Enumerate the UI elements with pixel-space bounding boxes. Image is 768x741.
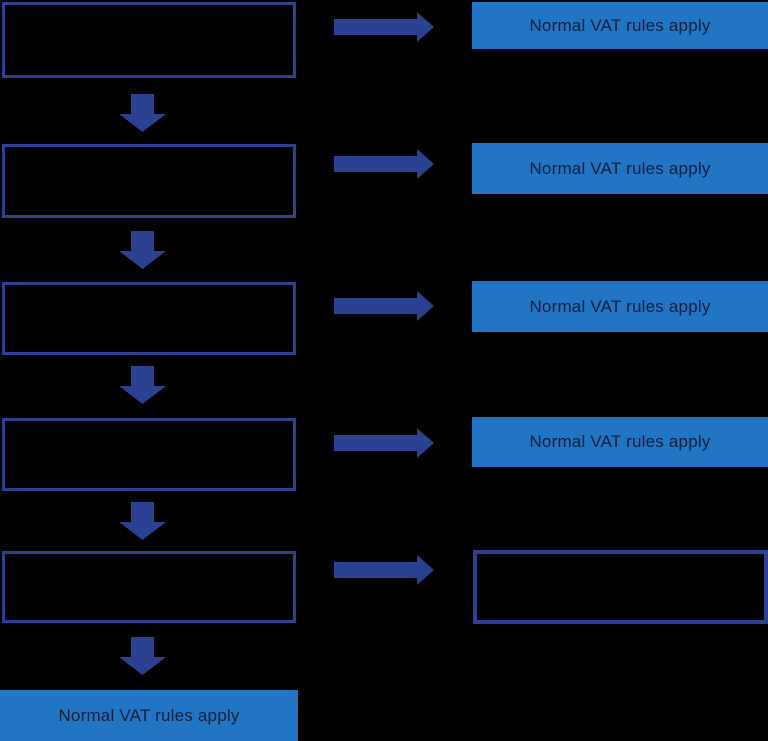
step-box-3 <box>2 282 296 355</box>
final-outcome-box: Normal VAT rules apply <box>0 690 298 741</box>
step-box-1 <box>2 2 296 78</box>
step-box-5 <box>2 551 296 623</box>
down-arrow-icon <box>119 366 166 404</box>
right-arrow-icon <box>334 149 434 179</box>
right-arrow-icon <box>334 12 434 42</box>
outcome-label: Normal VAT rules apply <box>529 296 711 316</box>
outcome-box-5 <box>473 550 768 624</box>
right-arrow-icon <box>334 555 434 585</box>
step-box-2 <box>2 144 296 218</box>
right-arrow-icon <box>334 428 434 458</box>
down-arrow-icon <box>119 231 166 269</box>
outcome-label: Normal VAT rules apply <box>529 158 711 178</box>
step-box-4 <box>2 418 296 491</box>
outcome-label: Normal VAT rules apply <box>529 432 711 451</box>
outcome-label: Normal VAT rules apply <box>529 15 711 35</box>
down-arrow-icon <box>119 94 166 132</box>
outcome-box-1: Normal VAT rules apply <box>472 2 768 49</box>
outcome-box-2: Normal VAT rules apply <box>472 143 768 194</box>
outcome-box-3: Normal VAT rules apply <box>472 281 768 332</box>
right-arrow-icon <box>334 291 434 321</box>
down-arrow-icon <box>119 502 166 540</box>
final-outcome-label: Normal VAT rules apply <box>58 705 240 725</box>
down-arrow-icon <box>119 637 166 675</box>
outcome-box-4: Normal VAT rules apply <box>472 417 768 467</box>
